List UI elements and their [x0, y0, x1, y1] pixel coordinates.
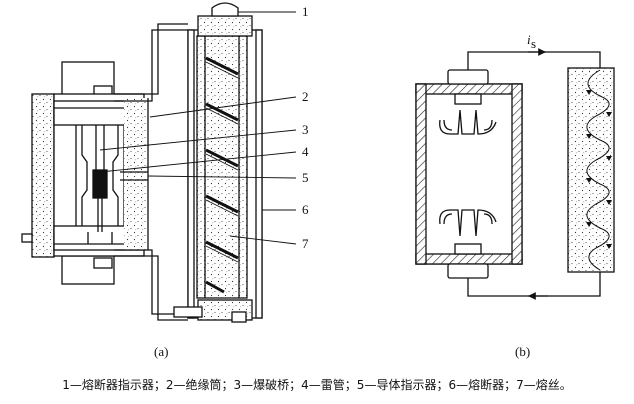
diagram-b [415, 48, 615, 300]
caption-b: (b) [515, 344, 530, 359]
caption-a: (a) [154, 344, 168, 359]
fuse-indicator [211, 2, 239, 17]
current-subscript: s [531, 36, 536, 51]
diagram-a [21, 2, 297, 323]
label-6: 6 [302, 202, 309, 217]
bridge-housing [415, 83, 523, 265]
bottom-nut [93, 257, 113, 269]
label-1: 1 [302, 4, 309, 19]
detonator [92, 169, 108, 199]
label-3: 3 [302, 122, 309, 137]
fuse-body-b [567, 67, 615, 273]
current-label: i [527, 32, 531, 47]
top-terminal [61, 61, 115, 99]
label-7: 7 [302, 236, 309, 251]
fuse-wire-b [586, 69, 610, 271]
label-2: 2 [302, 89, 309, 104]
label-4: 4 [302, 144, 309, 159]
figure-legend: 1—熔断器指示器；2—绝缘筒；3—爆破桥；4—雷管；5—导体指示器；6—熔断器；… [62, 378, 572, 392]
label-5: 5 [302, 170, 309, 185]
left-insulator [31, 93, 55, 258]
